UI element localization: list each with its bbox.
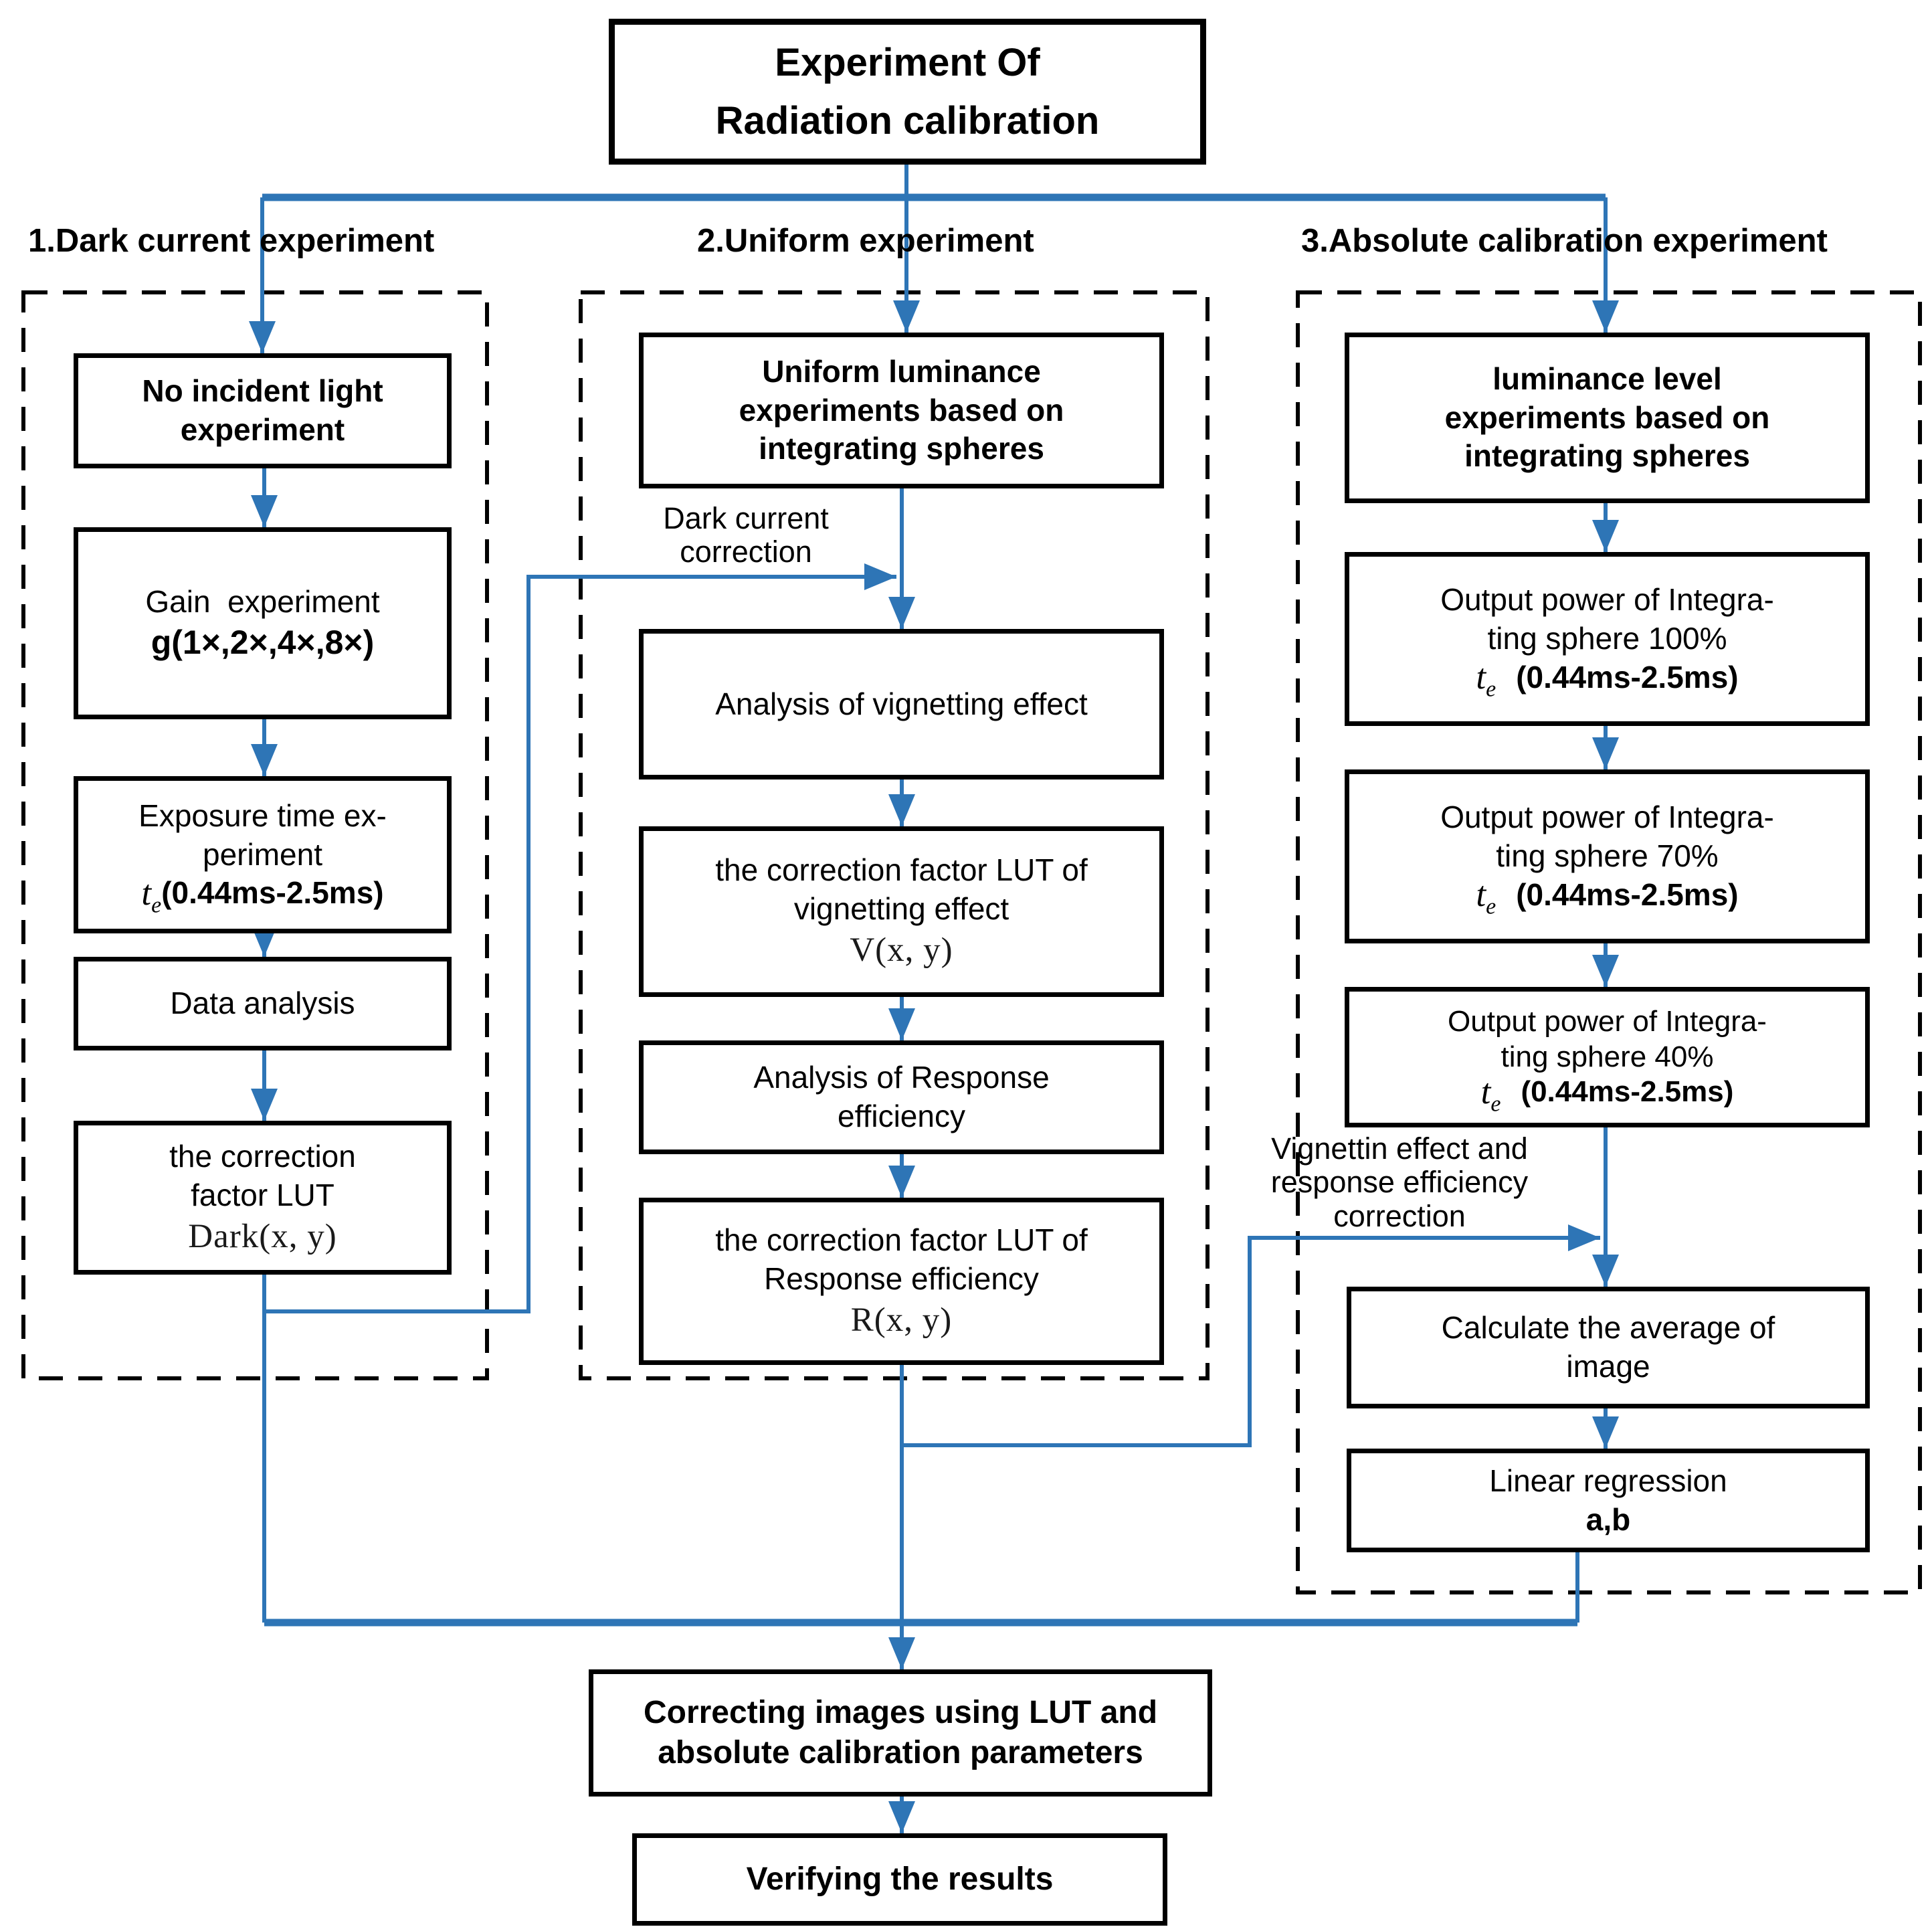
- node-sphere-70: Output power of Integra- ting sphere 70%…: [1345, 769, 1870, 943]
- node-line: Output power of Integra-: [1448, 1004, 1767, 1038]
- node-linear-regression: Linear regression a,b: [1347, 1449, 1870, 1552]
- node-line: integrating spheres: [759, 431, 1044, 466]
- node-line: Analysis of vignetting effect: [715, 686, 1088, 721]
- node-line: te(0.44ms-2.5ms): [141, 873, 384, 918]
- dashed-box-dark-current: [21, 290, 489, 1380]
- te-symbol: te: [141, 873, 162, 918]
- node-line: Correcting images using LUT and: [643, 1694, 1158, 1730]
- node-line: factor LUT: [191, 1177, 334, 1212]
- node-uniform-luminance: Uniform luminance experiments based on i…: [639, 333, 1164, 488]
- node-gain-experiment: Gain experiment g(1×,2×,4×,8×): [74, 527, 452, 719]
- node-line: g(1×,2×,4×,8×): [151, 623, 375, 661]
- node-line: Data analysis: [170, 986, 355, 1021]
- node-line: te(0.44ms-2.5ms): [1476, 875, 1739, 920]
- section-header-absolute: 3.Absolute calibration experiment: [1301, 223, 1828, 259]
- node-line: experiments based on: [739, 392, 1064, 428]
- node-sphere-40: Output power of Integra- ting sphere 40%…: [1345, 987, 1870, 1127]
- node-line: Output power of Integra-: [1440, 800, 1774, 835]
- dashed-box-uniform: [579, 290, 1210, 1380]
- node-line: te(0.44ms-2.5ms): [1480, 1073, 1734, 1117]
- te-symbol: te: [1476, 875, 1496, 920]
- r-xy-formula: R(x, y): [850, 1301, 953, 1339]
- node-sphere-100: Output power of Integra- ting sphere 100…: [1345, 552, 1870, 726]
- node-line: ting sphere 100%: [1487, 621, 1727, 656]
- node-line: Exposure time ex-: [138, 798, 387, 833]
- node-line: efficiency: [838, 1099, 965, 1133]
- node-line: Output power of Integra-: [1440, 582, 1774, 618]
- node-line: the correction factor LUT of: [715, 1222, 1088, 1257]
- node-data-analysis: Data analysis: [74, 957, 452, 1050]
- node-verifying-results: Verifying the results: [632, 1833, 1167, 1926]
- node-line: vignetting effect: [793, 891, 1009, 927]
- te-symbol: te: [1476, 658, 1496, 703]
- dark-xy-formula: Dark(x, y): [188, 1217, 337, 1255]
- title-line2: Radiation calibration: [715, 99, 1100, 143]
- section-header-dark-current: 1.Dark current experiment: [28, 223, 435, 259]
- edge-vignetting-correction: [902, 1224, 1600, 1447]
- node-line: experiments based on: [1444, 399, 1770, 435]
- node-line: Response efficiency: [764, 1261, 1039, 1296]
- node-line: image: [1566, 1349, 1650, 1384]
- node-line: ting sphere 70%: [1496, 838, 1719, 874]
- node-line: experiment: [180, 412, 345, 447]
- edge-dark-correction: [264, 563, 896, 1313]
- node-line: ting sphere 40%: [1501, 1040, 1714, 1073]
- title-box: Experiment Of Radiation calibration: [609, 19, 1206, 165]
- node-vignetting-lut: the correction factor LUT of vignetting …: [639, 826, 1164, 997]
- title-line1: Experiment Of: [775, 41, 1040, 84]
- node-response-lut: the correction factor LUT of Response ef…: [639, 1198, 1164, 1365]
- node-response-analysis: Analysis of Response efficiency: [639, 1040, 1164, 1154]
- node-line: absolute calibration parameters: [658, 1735, 1143, 1770]
- label-vignetting-correction: Vignettin effect and response efficiency…: [1270, 1131, 1529, 1233]
- node-line: Verifying the results: [746, 1861, 1054, 1897]
- dashed-box-absolute: [1296, 290, 1922, 1594]
- te-symbol: te: [1480, 1073, 1501, 1117]
- label-dark-current-correction: Dark current correction: [663, 501, 829, 569]
- node-line: a,b: [1585, 1501, 1631, 1537]
- node-vignetting-analysis: Analysis of vignetting effect: [639, 629, 1164, 779]
- section-header-uniform: 2.Uniform experiment: [697, 223, 1034, 259]
- node-line: periment: [203, 836, 322, 872]
- node-line: the correction factor LUT of: [715, 852, 1088, 888]
- v-xy-formula: V(x, y): [850, 931, 953, 970]
- node-line: luminance level: [1492, 361, 1722, 396]
- node-calculate-average: Calculate the average of image: [1347, 1287, 1870, 1408]
- node-line: Linear regression: [1489, 1463, 1727, 1498]
- node-correcting-images: Correcting images using LUT and absolute…: [589, 1669, 1212, 1797]
- node-line: No incident light: [142, 373, 383, 409]
- node-line: Gain experiment: [145, 584, 380, 620]
- node-line: Analysis of Response: [753, 1060, 1050, 1095]
- node-line: Uniform luminance: [762, 353, 1041, 389]
- node-no-incident-light: No incident light experiment: [74, 353, 452, 468]
- node-line: te(0.44ms-2.5ms): [1476, 658, 1739, 703]
- node-luminance-level: luminance level experiments based on int…: [1345, 333, 1870, 503]
- node-dark-lut: the correction factor LUT Dark(x, y): [74, 1121, 452, 1275]
- node-exposure-time: Exposure time ex- periment te(0.44ms-2.5…: [74, 776, 452, 933]
- node-line: the correction: [169, 1138, 356, 1174]
- node-line: integrating spheres: [1464, 438, 1750, 474]
- node-line: Calculate the average of: [1441, 1310, 1775, 1346]
